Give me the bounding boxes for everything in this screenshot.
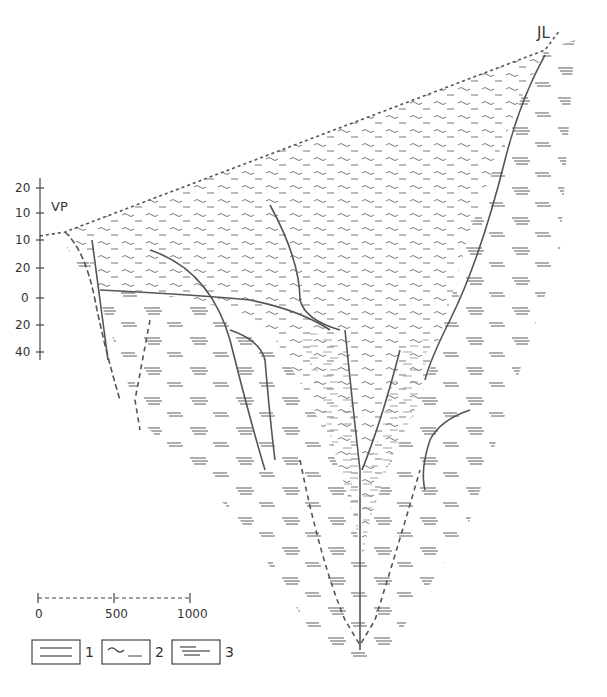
- scale-number: 0: [34, 608, 44, 620]
- legend-number: 3: [224, 645, 235, 659]
- axis-number: 40: [14, 346, 31, 358]
- axis-number: 10: [14, 207, 31, 219]
- scale-number: 500: [104, 608, 129, 620]
- axis-number: 10: [14, 234, 31, 246]
- axis-number: 20: [14, 182, 31, 194]
- zone-label: JL: [536, 26, 551, 41]
- axis-number: 0: [20, 292, 30, 304]
- legend-number: 2: [154, 645, 165, 659]
- legend-number: 1: [84, 645, 95, 659]
- axis-number: 20: [14, 262, 31, 274]
- section-label: VP: [50, 200, 69, 213]
- scale-number: 1000: [176, 608, 209, 620]
- legend-swatches: [32, 640, 220, 664]
- axis-number: 20: [14, 319, 31, 331]
- scale-bar: [38, 593, 190, 603]
